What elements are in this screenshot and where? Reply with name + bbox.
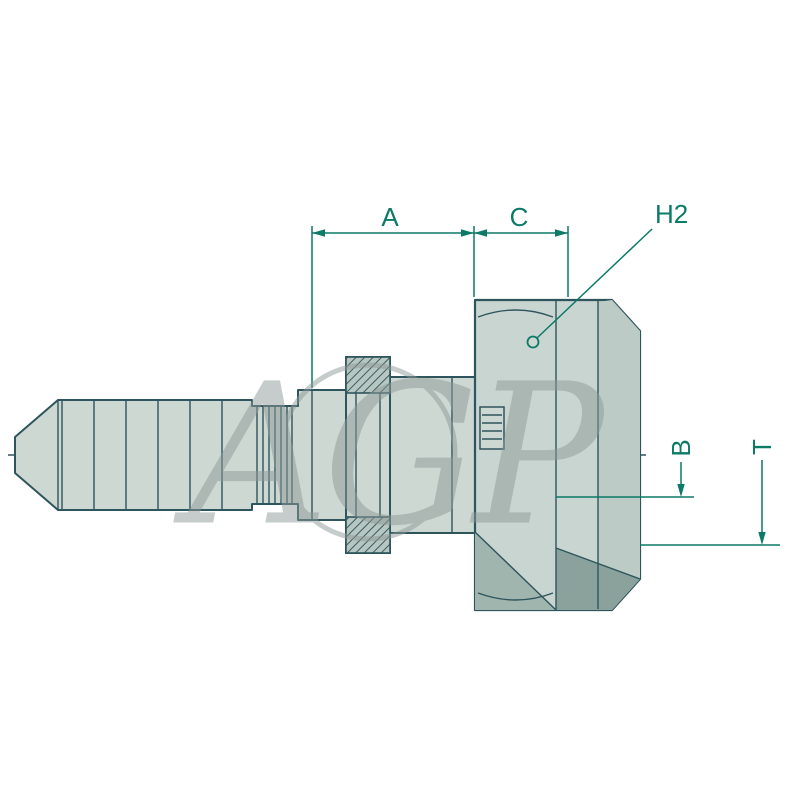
- collar-hatch-bottom: [345, 516, 391, 554]
- h2-leader-line: [536, 228, 653, 339]
- nut-right-face-shade: [598, 300, 640, 610]
- arrowhead: [312, 229, 325, 237]
- dim-label-t: T: [747, 439, 777, 455]
- swivel-nut: [473, 298, 642, 612]
- h2-target-circle: [526, 335, 540, 349]
- arrowhead: [555, 229, 568, 237]
- thread-symbol: [479, 406, 505, 450]
- nut-chamfer-arc-top: [477, 309, 554, 318]
- dim-label-a: A: [381, 202, 399, 232]
- watermark-circle: [278, 362, 458, 542]
- nut-chamfer-arc-bottom: [477, 592, 554, 601]
- arrowhead: [677, 484, 685, 497]
- arrowhead: [758, 532, 766, 545]
- dim-label-c: C: [510, 202, 529, 232]
- dimension-annotations: A C H2 B T: [311, 199, 780, 546]
- watermark-text: AGP: [173, 342, 607, 569]
- arrowhead: [461, 229, 474, 237]
- watermark: AGP: [173, 342, 613, 569]
- dim-label-h2: H2: [655, 199, 688, 229]
- arrowhead: [474, 229, 487, 237]
- dim-label-b: B: [666, 439, 696, 456]
